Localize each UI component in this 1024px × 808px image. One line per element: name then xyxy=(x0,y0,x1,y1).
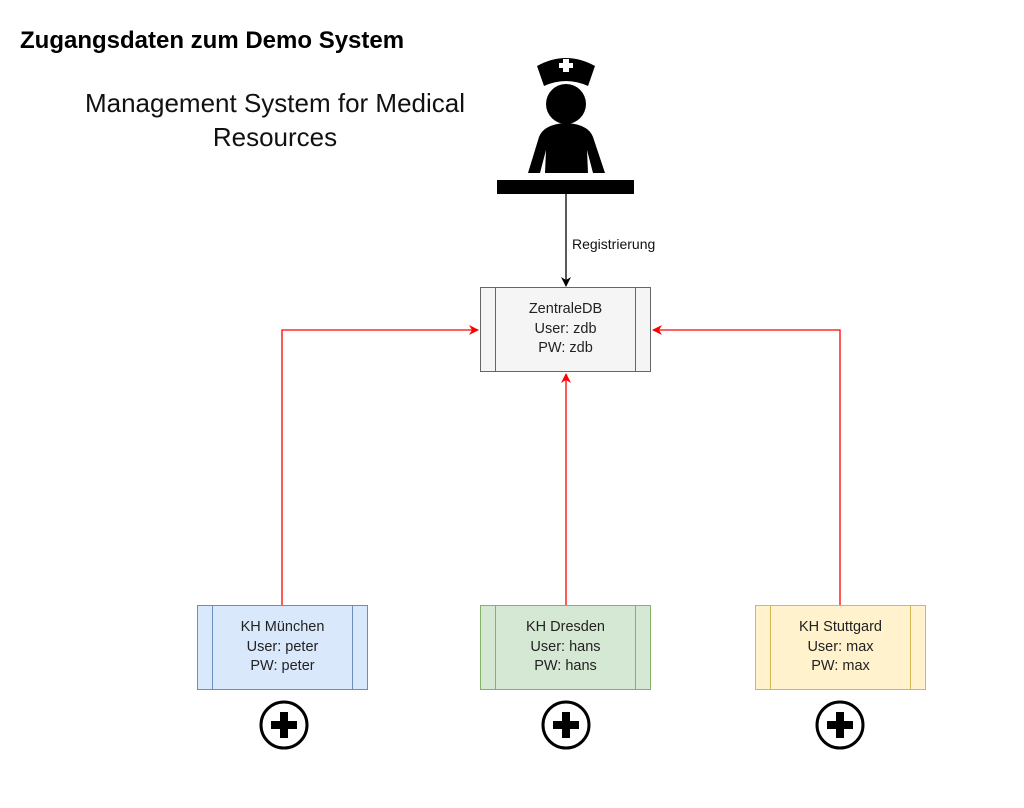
node-name: KH Stuttgard xyxy=(798,619,882,636)
node-password: PW: zdb xyxy=(538,340,593,357)
hospital-node-muenchen[interactable]: KH München User: peter PW: peter xyxy=(197,605,368,690)
node-name: KH Dresden xyxy=(526,619,605,636)
node-user: User: zdb xyxy=(534,320,597,337)
node-password: PW: peter xyxy=(250,658,315,675)
registration-label: Registrierung xyxy=(572,236,656,252)
node-user: User: hans xyxy=(530,638,601,655)
cap-cross xyxy=(559,59,573,72)
add-circle-icon[interactable] xyxy=(259,700,309,750)
edge-stuttgard-to-central xyxy=(652,325,841,605)
process-bar-right xyxy=(635,288,650,371)
node-user: User: peter xyxy=(246,638,319,655)
process-bar-left xyxy=(198,606,213,689)
page-title: Zugangsdaten zum Demo System xyxy=(20,27,405,54)
process-bar-left xyxy=(756,606,771,689)
process-bar-right xyxy=(910,606,925,689)
desk xyxy=(497,180,634,194)
nurse-head xyxy=(546,84,586,124)
node-name: KH München xyxy=(240,619,325,636)
node-password: PW: max xyxy=(811,658,870,675)
nurse-at-desk-icon xyxy=(497,58,634,194)
edge-muenchen-to-central xyxy=(281,325,479,605)
process-bar-left xyxy=(481,288,496,371)
add-circle-icon[interactable] xyxy=(815,700,865,750)
nurse-body xyxy=(528,123,605,173)
process-bar-left xyxy=(481,606,496,689)
node-name: ZentraleDB xyxy=(528,301,603,318)
node-password: PW: hans xyxy=(534,658,597,675)
diagram-subtitle: Management System for Medical Resources xyxy=(40,86,510,154)
hospital-node-stuttgard[interactable]: KH Stuttgard User: max PW: max xyxy=(755,605,926,690)
hospital-node-dresden[interactable]: KH Dresden User: hans PW: hans xyxy=(480,605,651,690)
process-bar-right xyxy=(635,606,650,689)
node-user: User: max xyxy=(807,638,874,655)
add-circle-icon[interactable] xyxy=(541,700,591,750)
subtitle-text: Management System for Medical Resources xyxy=(84,88,466,152)
central-db-node[interactable]: ZentraleDB User: zdb PW: zdb xyxy=(480,287,651,372)
process-bar-right xyxy=(352,606,367,689)
